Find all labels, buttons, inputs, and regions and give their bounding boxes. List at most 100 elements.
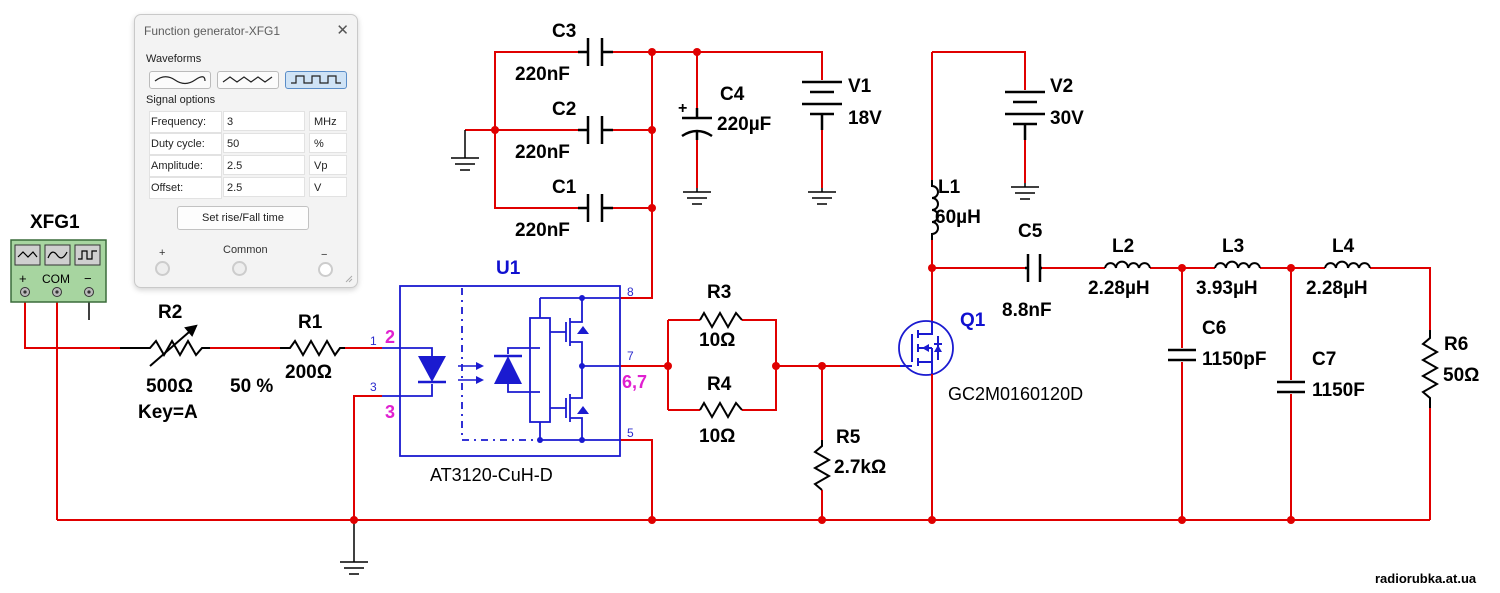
v2-value: 30V [1050, 108, 1084, 129]
v1-battery [802, 80, 842, 130]
c7-name: C7 [1312, 349, 1336, 370]
r1-name: R1 [298, 312, 323, 333]
offset-label: Offset: [149, 177, 222, 199]
r3-name: R3 [707, 282, 731, 303]
r2-value: 500Ω [146, 376, 193, 397]
frequency-input[interactable]: 3 [223, 111, 305, 131]
c6-name: C6 [1202, 318, 1226, 339]
set-rise-fall-button[interactable]: Set rise/Fall time [177, 206, 309, 230]
function-generator-panel[interactable]: Function generator-XFG1 ✕ Waveforms Sign… [134, 14, 358, 288]
c1-name: C1 [552, 177, 577, 198]
r1-resistor [280, 338, 345, 358]
u1-pin7: 7 [627, 349, 634, 363]
c3-value: 220nF [515, 64, 570, 85]
capacitor-bank [578, 38, 613, 222]
c5-capacitor [1025, 254, 1042, 282]
waveforms-label: Waveforms [146, 53, 202, 65]
minus-terminal[interactable] [318, 262, 333, 277]
r5-name: R5 [836, 427, 861, 448]
r6-name: R6 [1444, 334, 1468, 355]
close-icon[interactable]: ✕ [336, 22, 349, 39]
r3-r4-resistors [699, 310, 743, 420]
panel-title: Function generator-XFG1 [144, 24, 281, 38]
c6-value: 1150pF [1202, 349, 1266, 370]
ground-icon [340, 561, 368, 575]
c7-value: 1150F [1312, 380, 1365, 401]
q1-part: GC2M0160120D [948, 384, 1083, 404]
amplitude-input[interactable]: 2.5 [223, 155, 305, 175]
sine-icon [154, 76, 206, 85]
r2-setting: 50 % [230, 376, 273, 397]
duty-cycle-row: Duty cycle: 50 % [149, 133, 349, 155]
plus-terminal[interactable] [155, 261, 170, 276]
r5-resistor [812, 440, 832, 491]
xfg1-instrument[interactable] [10, 239, 107, 303]
square-icon [291, 75, 341, 84]
amplitude-label: Amplitude: [149, 155, 222, 177]
c4-capacitor [681, 108, 713, 140]
c4-value: 220µF [717, 114, 771, 135]
l3-value: 3.93µH [1196, 278, 1258, 299]
q1-mosfet [898, 320, 954, 402]
frequency-unit[interactable]: MHz [309, 111, 347, 131]
u1-pin2: 2 [385, 327, 395, 347]
u1-pin3-marker: 3 [385, 402, 395, 422]
xfg1-name: XFG1 [30, 212, 80, 233]
l1-value: 60µH [935, 207, 981, 228]
waveform-buttons [149, 71, 347, 89]
frequency-label: Frequency: [149, 111, 222, 133]
amplitude-unit[interactable]: Vp [309, 155, 347, 175]
common-terminal-label: Common [223, 244, 268, 256]
u1-optocoupler [382, 285, 621, 457]
ground-icon [1011, 183, 1039, 200]
sine-wave-button[interactable] [149, 71, 211, 89]
duty-cycle-unit[interactable]: % [309, 133, 347, 153]
c2-name: C2 [552, 99, 576, 120]
offset-input[interactable]: 2.5 [223, 177, 305, 197]
r3-value: 10Ω [699, 330, 735, 351]
v2-battery [1005, 90, 1045, 140]
duty-cycle-input[interactable]: 50 [223, 133, 305, 153]
c4-polarity: + [678, 100, 687, 117]
u1-pin67-marker: 6,7 [622, 372, 647, 392]
l2-value: 2.28µH [1088, 278, 1150, 299]
xfg1-minus: − [84, 271, 92, 286]
offset-unit[interactable]: V [309, 177, 347, 197]
c5-name: C5 [1018, 221, 1043, 242]
duty-cycle-label: Duty cycle: [149, 133, 222, 155]
square-wave-button[interactable] [285, 71, 347, 89]
r6-value: 50Ω [1443, 365, 1479, 386]
triangle-icon [222, 76, 273, 83]
u1-pin1: 1 [370, 334, 377, 348]
u1-part: AT3120-CuH-D [430, 465, 553, 485]
u1-pin8: 8 [627, 285, 634, 299]
r2-key: Key=A [138, 402, 198, 423]
u1-pin5: 5 [627, 426, 634, 440]
watermark: radiorubka.at.ua [1375, 571, 1477, 586]
filter-capacitors [1168, 348, 1305, 394]
ground-icon [683, 188, 711, 205]
wires [24, 51, 1431, 521]
r1-value: 200Ω [285, 362, 332, 383]
common-terminal[interactable] [232, 261, 247, 276]
u1-name: U1 [496, 258, 521, 279]
frequency-row: Frequency: 3 MHz [149, 111, 349, 133]
v1-name: V1 [848, 76, 872, 97]
c4-name: C4 [720, 84, 745, 105]
ground-icon [808, 188, 836, 205]
ground-symbols [340, 130, 1039, 575]
c1-value: 220nF [515, 220, 570, 241]
offset-row: Offset: 2.5 V [149, 177, 349, 199]
l3-name: L3 [1222, 236, 1244, 257]
c2-value: 220nF [515, 142, 570, 163]
l1-inductor [931, 180, 939, 240]
ground-icon [451, 130, 479, 171]
c3-name: C3 [552, 21, 576, 42]
r4-value: 10Ω [699, 426, 735, 447]
l1-name: L1 [938, 177, 961, 198]
r5-value: 2.7kΩ [834, 457, 886, 478]
q1-name: Q1 [960, 310, 986, 331]
triangle-wave-button[interactable] [217, 71, 279, 89]
resize-grip-icon[interactable] [345, 275, 353, 283]
